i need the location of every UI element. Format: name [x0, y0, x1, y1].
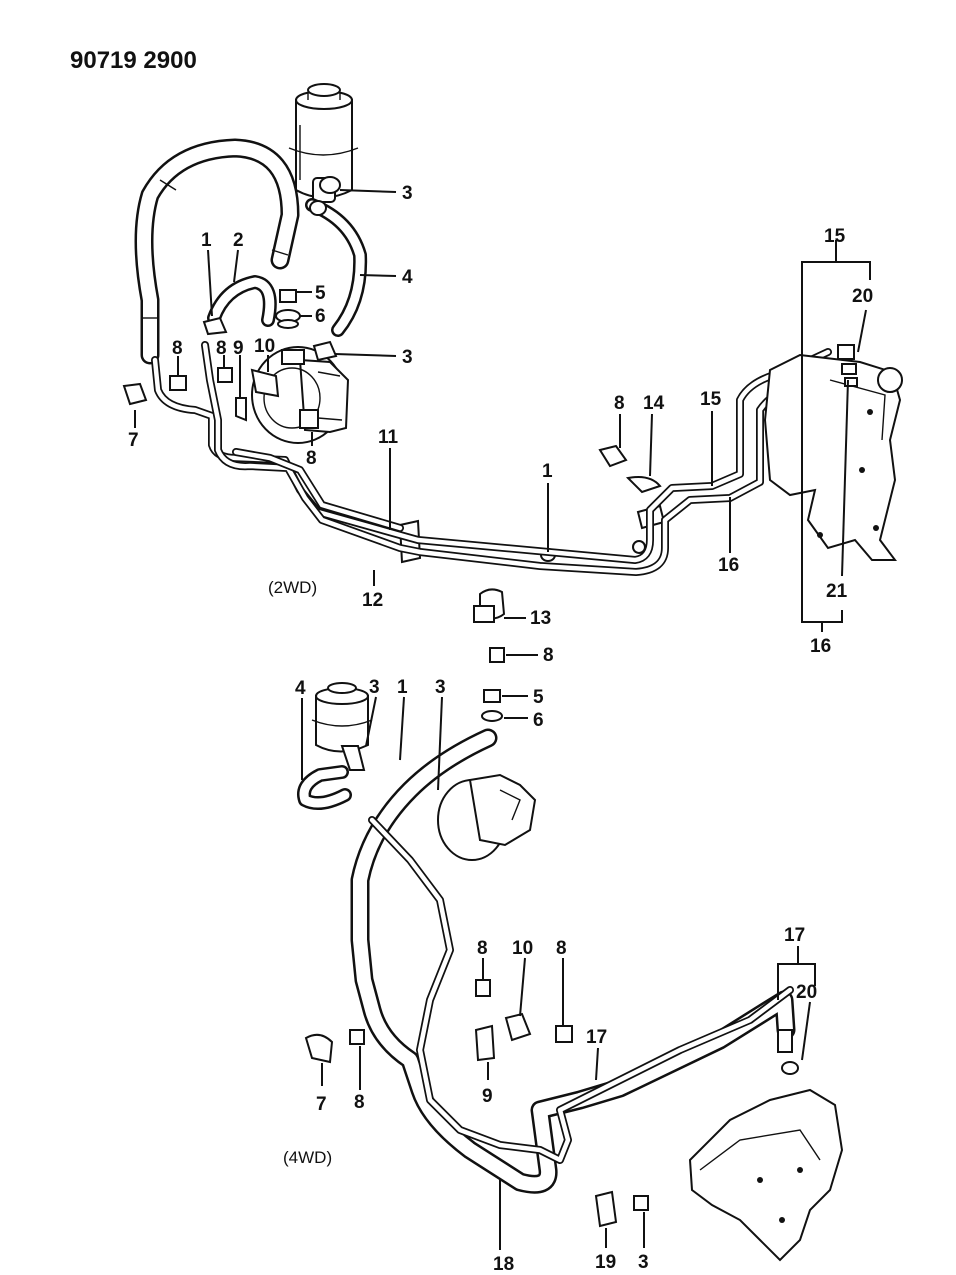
reservoir-4wd [311, 682, 373, 771]
callout-label: 12 [362, 590, 383, 611]
loose-parts [473, 588, 538, 722]
callout-label: 17 [784, 925, 805, 946]
callout-label: 3 [402, 183, 413, 204]
callout-label: 9 [233, 338, 244, 359]
callout-label: 15 [824, 226, 846, 247]
callout-label: 8 [216, 338, 227, 359]
callout-label: 8 [543, 645, 554, 666]
callout-label: 20 [796, 982, 817, 1003]
callout-label: 15 [700, 389, 722, 410]
callout-label: 2 [233, 230, 244, 251]
callout-label: 7 [128, 430, 139, 451]
callout-label: 3 [435, 677, 446, 698]
callout-label: 10 [254, 336, 275, 357]
callout-label: 8 [614, 393, 625, 414]
callouts-4wd: 4 3 1 3 5 6 8 10 8 17 20 7 8 9 17 18 19 … [283, 677, 817, 1275]
assembly-2wd [122, 83, 903, 576]
callout-label: 3 [402, 347, 413, 368]
callout-label: 11 [378, 427, 399, 448]
callout-label: 10 [512, 938, 533, 959]
callout-label: 21 [826, 581, 848, 602]
pump-2wd [251, 346, 350, 444]
callout-label: 6 [533, 710, 544, 731]
variant-label-2wd: (2WD) [268, 578, 317, 597]
callouts-2wd: 3 4 1 2 5 6 3 8 8 9 10 7 8 11 12 1 13 8 … [128, 183, 873, 666]
gear-box-2wd [763, 344, 903, 561]
callout-label: 1 [397, 677, 408, 698]
callout-label: 17 [586, 1027, 607, 1048]
callout-label: 16 [810, 636, 831, 657]
callout-label: 6 [315, 306, 326, 327]
callout-label: 9 [482, 1086, 493, 1107]
callout-label: 5 [533, 687, 544, 708]
callout-label: 7 [316, 1094, 327, 1115]
variant-label-4wd: (4WD) [283, 1148, 332, 1167]
hose-return-2wd [134, 138, 300, 365]
brackets-4wd [304, 979, 649, 1228]
callout-label: 13 [530, 608, 551, 629]
diagram-number: 90719 2900 [70, 47, 197, 74]
callout-label: 1 [201, 230, 212, 251]
callout-label: 20 [852, 286, 873, 307]
callout-label: 3 [638, 1252, 649, 1273]
pump-4wd [437, 773, 537, 861]
callout-label: 14 [643, 393, 665, 414]
callout-label: 3 [369, 677, 380, 698]
callout-label: 5 [315, 283, 326, 304]
callout-label: 8 [556, 938, 567, 959]
hose-4wd [297, 728, 796, 1194]
leaders-4wd [301, 696, 816, 1250]
callout-label: 8 [354, 1092, 365, 1113]
callout-label: 19 [595, 1252, 616, 1273]
tubes-4wd [368, 816, 799, 1164]
callout-label: 4 [295, 678, 306, 699]
callout-label: 8 [172, 338, 183, 359]
callout-label: 8 [306, 448, 317, 469]
callout-label: 16 [718, 555, 739, 576]
callout-label: 18 [493, 1254, 514, 1275]
callout-label: 4 [402, 267, 413, 288]
hose-suction-2wd [207, 198, 368, 337]
callout-label: 1 [542, 461, 553, 482]
leaders-2wd [134, 189, 871, 632]
assembly-4wd [297, 682, 844, 1262]
callout-label: 8 [477, 938, 488, 959]
gear-box-4wd [688, 1088, 844, 1262]
